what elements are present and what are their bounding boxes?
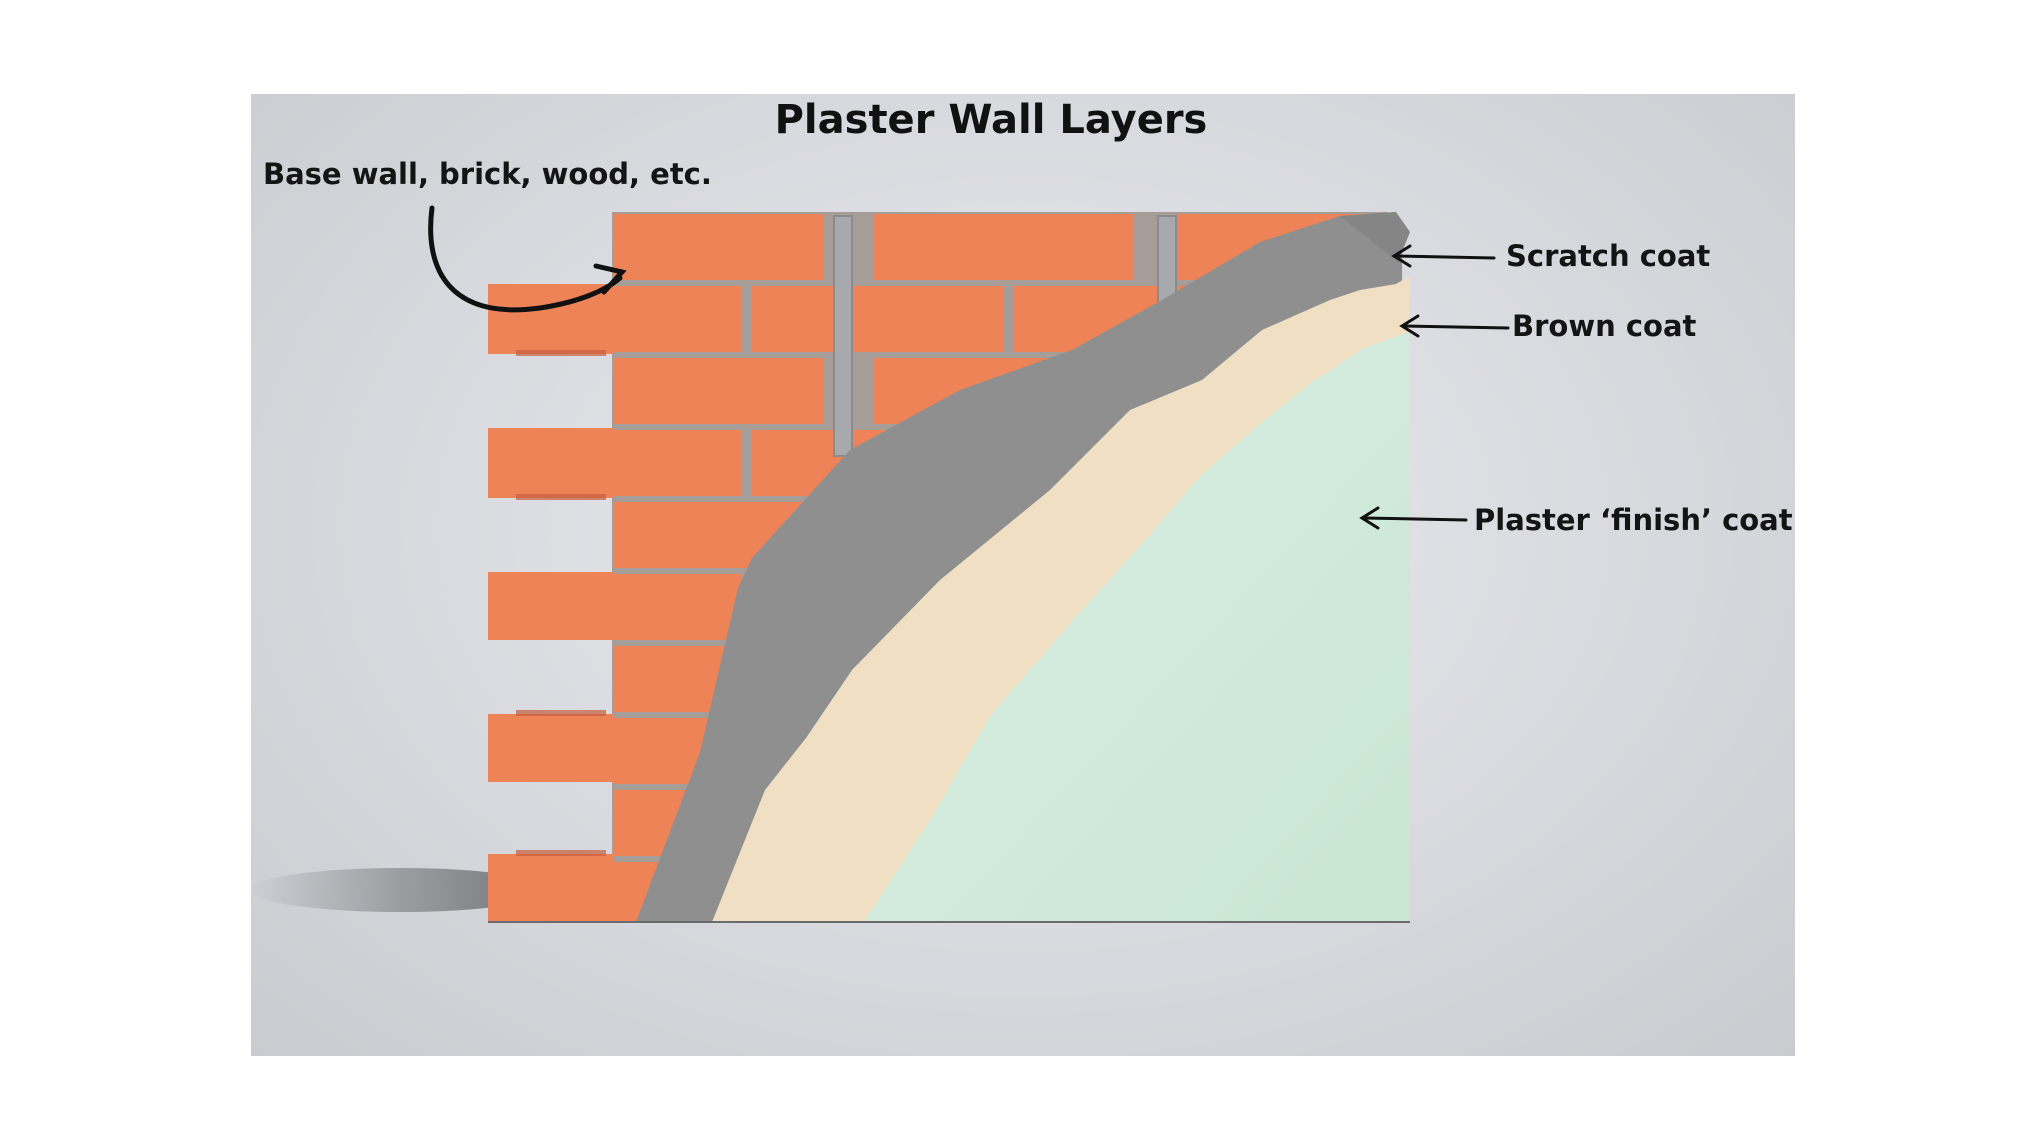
label-brown-coat: Brown coat [1512, 309, 1697, 343]
arrow-scratch-coat [1391, 244, 1496, 268]
finish-coat-layer [864, 332, 1410, 922]
arrow-base-wall [428, 205, 627, 313]
label-scratch-coat: Scratch coat [1506, 239, 1711, 273]
diagram-title: Plaster Wall Layers [774, 97, 1208, 143]
label-base-wall: Base wall, brick, wood, etc. [263, 157, 712, 191]
metal-strip [1157, 215, 1177, 307]
arrow-finish-coat [1359, 506, 1468, 530]
metal-strip [833, 215, 853, 457]
floor-shadow [250, 868, 550, 912]
arrow-brown-coat [1399, 314, 1510, 338]
label-finish-coat: Plaster ‘finish’ coat [1474, 503, 1793, 537]
